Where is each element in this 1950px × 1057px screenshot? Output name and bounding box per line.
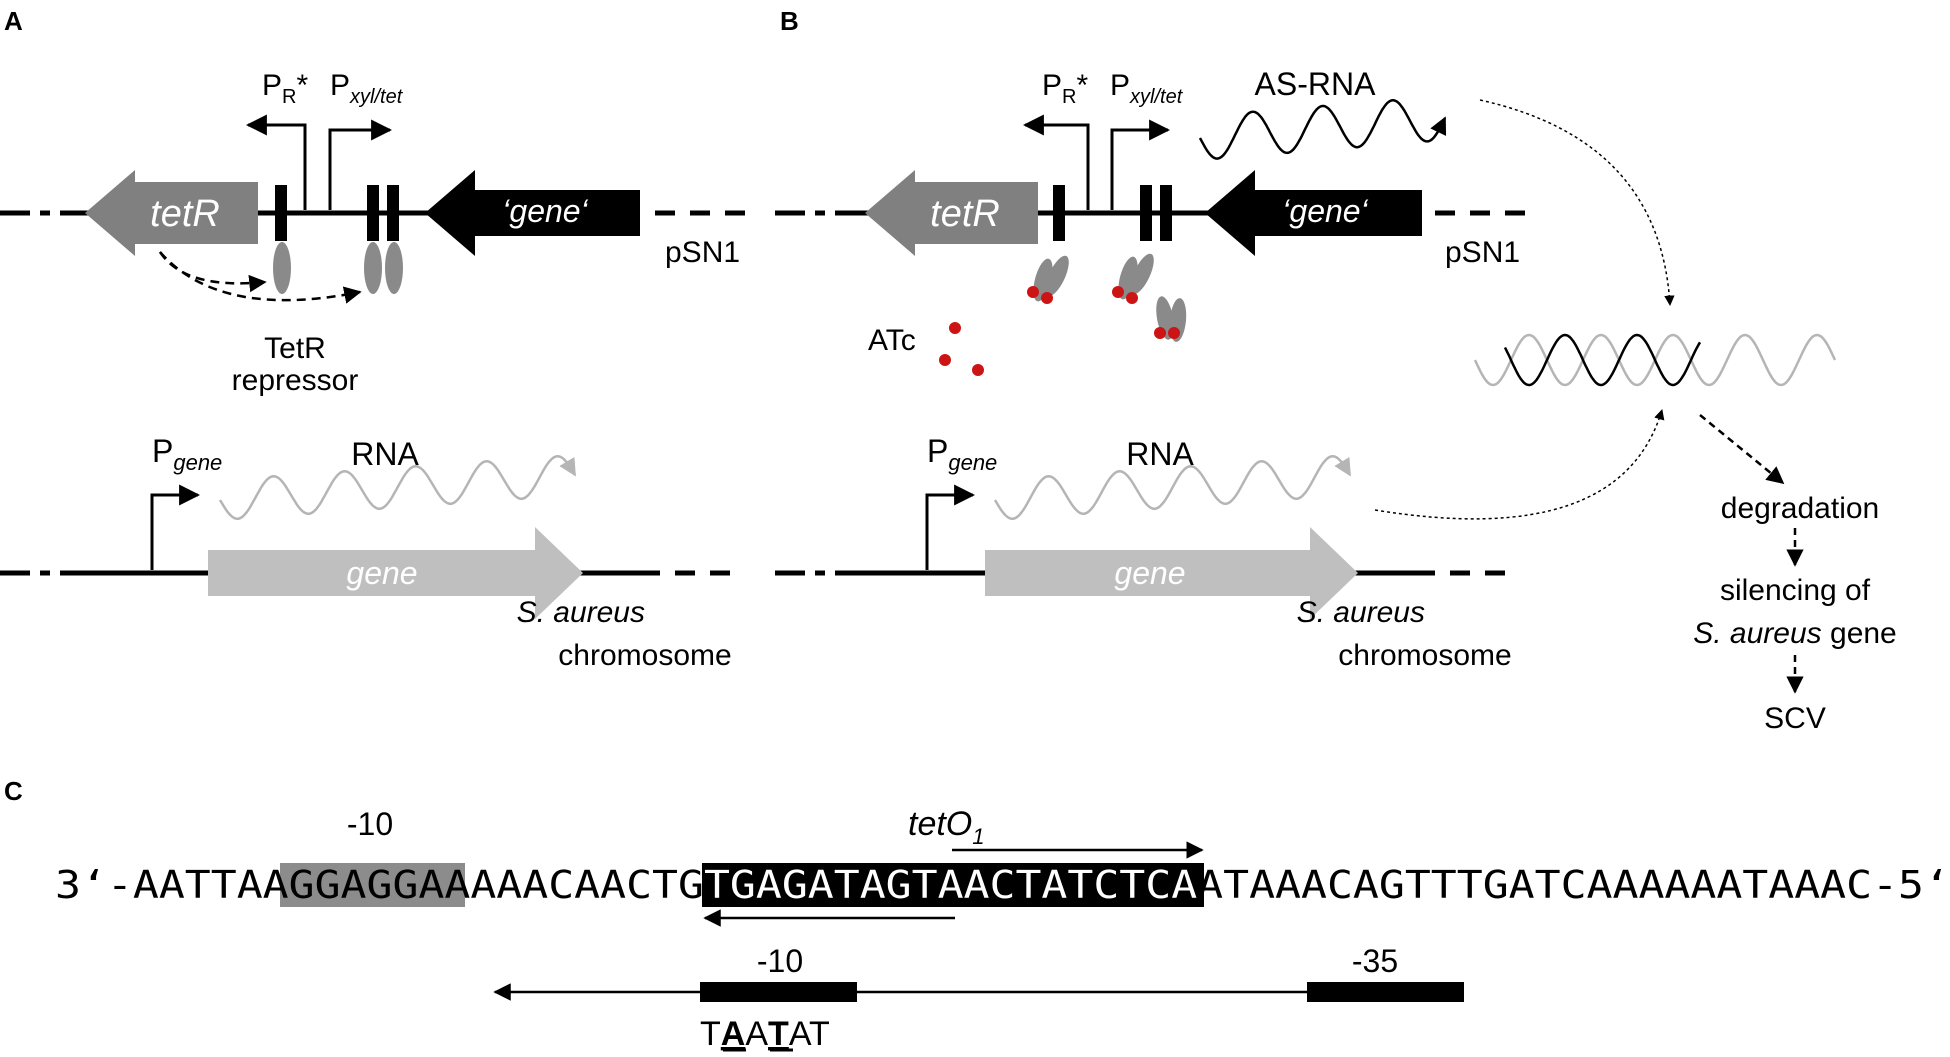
gene-label-a: gene [346, 555, 417, 591]
duplex-to-degradation-arrow [1699, 414, 1785, 485]
tetr-atc-complex-3 [1154, 296, 1187, 342]
silencing-label-line2: S. aureus gene [1693, 617, 1897, 650]
pgene-label-a: Pgene [152, 433, 222, 475]
degradation-label: degradation [1721, 492, 1879, 525]
tetr-atc-complex-2 [1112, 253, 1154, 304]
repressor-label-line2-a: repressor [232, 364, 359, 397]
chromosome-label-line2-b: chromosome [1338, 639, 1511, 672]
chromosome-label-line1-a: S. aureus [517, 596, 645, 629]
tetr-gene-arrow-a [85, 170, 258, 256]
panel-b-label: B [780, 6, 799, 36]
antisense-gene-label-b: ‘gene‘ [1282, 193, 1368, 229]
tetr-gene-label-a: tetR [150, 193, 220, 235]
repressor-label-line1-a: TetR [264, 332, 326, 365]
as-rna-label: AS-RNA [1255, 66, 1377, 102]
rna-label-b: RNA [1126, 436, 1194, 472]
operator-box-b2 [1140, 185, 1152, 241]
pxyl-promoter-arrow-a [328, 119, 393, 210]
gene-arrow-b [985, 527, 1358, 619]
panel-b: B tetR ‘gene‘ pSN1 PR* Pxyl/tet AS-RNA [775, 6, 1897, 735]
tetr-repressor-bound-a3 [385, 242, 403, 294]
plasmid-label-a: pSN1 [665, 236, 740, 269]
pgene-label-b: Pgene [927, 433, 997, 475]
scv-label: SCV [1764, 702, 1826, 735]
pgene-promoter-arrow-a [150, 484, 201, 570]
rna-wave-b [993, 455, 1352, 521]
shine-dalgarno-highlight [280, 863, 465, 907]
antisense-rna-strand [1503, 333, 1702, 387]
minus10-bottom-label: -10 [757, 943, 803, 979]
atc-molecules [939, 322, 984, 376]
minus10-box-sequence: TAATAT [700, 1015, 830, 1053]
tetr-gene-arrow-b [865, 170, 1038, 256]
pxyl-promoter-label-b: Pxyl/tet [1110, 69, 1184, 108]
minus35-box [1307, 982, 1464, 1002]
minus35-label: -35 [1352, 943, 1398, 979]
operator-box-b3 [1160, 185, 1172, 241]
chromosome-label-line1-b: S. aureus [1297, 596, 1425, 629]
operator-box-a1 [275, 185, 287, 241]
operator-box-b1 [1053, 185, 1065, 241]
tetr-gene-label-b: tetR [930, 193, 1000, 235]
teto-label: tetO1 [908, 805, 985, 849]
atc-label: ATc [868, 324, 916, 357]
pxyl-promoter-arrow-b [1110, 119, 1171, 210]
operator-box-a3 [387, 185, 399, 241]
repressor-binding-arrow-a2 [159, 251, 362, 304]
minus10-top-label: -10 [347, 806, 393, 842]
pr-promoter-arrow-a [245, 114, 307, 210]
repressor-binding-arrow-a1 [158, 251, 267, 293]
antisense-gene-arrow-a [425, 170, 640, 256]
pgene-promoter-arrow-b [925, 484, 976, 570]
pxyl-promoter-label-a: Pxyl/tet [330, 69, 404, 108]
gene-label-b: gene [1114, 555, 1185, 591]
tetr-repressor-bound-a2 [364, 242, 382, 294]
antisense-gene-arrow-b [1205, 170, 1422, 256]
rna-to-duplex-arrow [1374, 408, 1665, 520]
pr-promoter-arrow-b [1022, 114, 1090, 210]
antisense-gene-label-a: ‘gene‘ [502, 193, 588, 229]
tetr-repressor-bound-a1 [273, 242, 291, 294]
operator-box-a2 [367, 185, 379, 241]
minus10-box [700, 982, 857, 1002]
as-rna-to-duplex-arrow [1479, 99, 1675, 307]
tetr-atc-complex-1 [1027, 255, 1069, 304]
pr-promoter-label-b: PR* [1042, 69, 1088, 108]
silencing-label-line1: silencing of [1720, 574, 1871, 607]
panel-a: A tetR ‘gene‘ pSN1 PR* Pxyl/tet [0, 6, 745, 672]
panel-c-label: C [4, 776, 23, 806]
rna-wave-a [218, 455, 577, 521]
rna-label-a: RNA [351, 436, 419, 472]
pr-promoter-label-a: PR* [262, 69, 308, 108]
as-rna-wave [1198, 99, 1447, 160]
plasmid-label-b: pSN1 [1445, 236, 1520, 269]
gene-arrow-a [208, 527, 583, 619]
panel-a-label: A [4, 6, 23, 36]
chromosome-label-line2-a: chromosome [558, 639, 731, 672]
operator-highlight [702, 863, 1204, 907]
